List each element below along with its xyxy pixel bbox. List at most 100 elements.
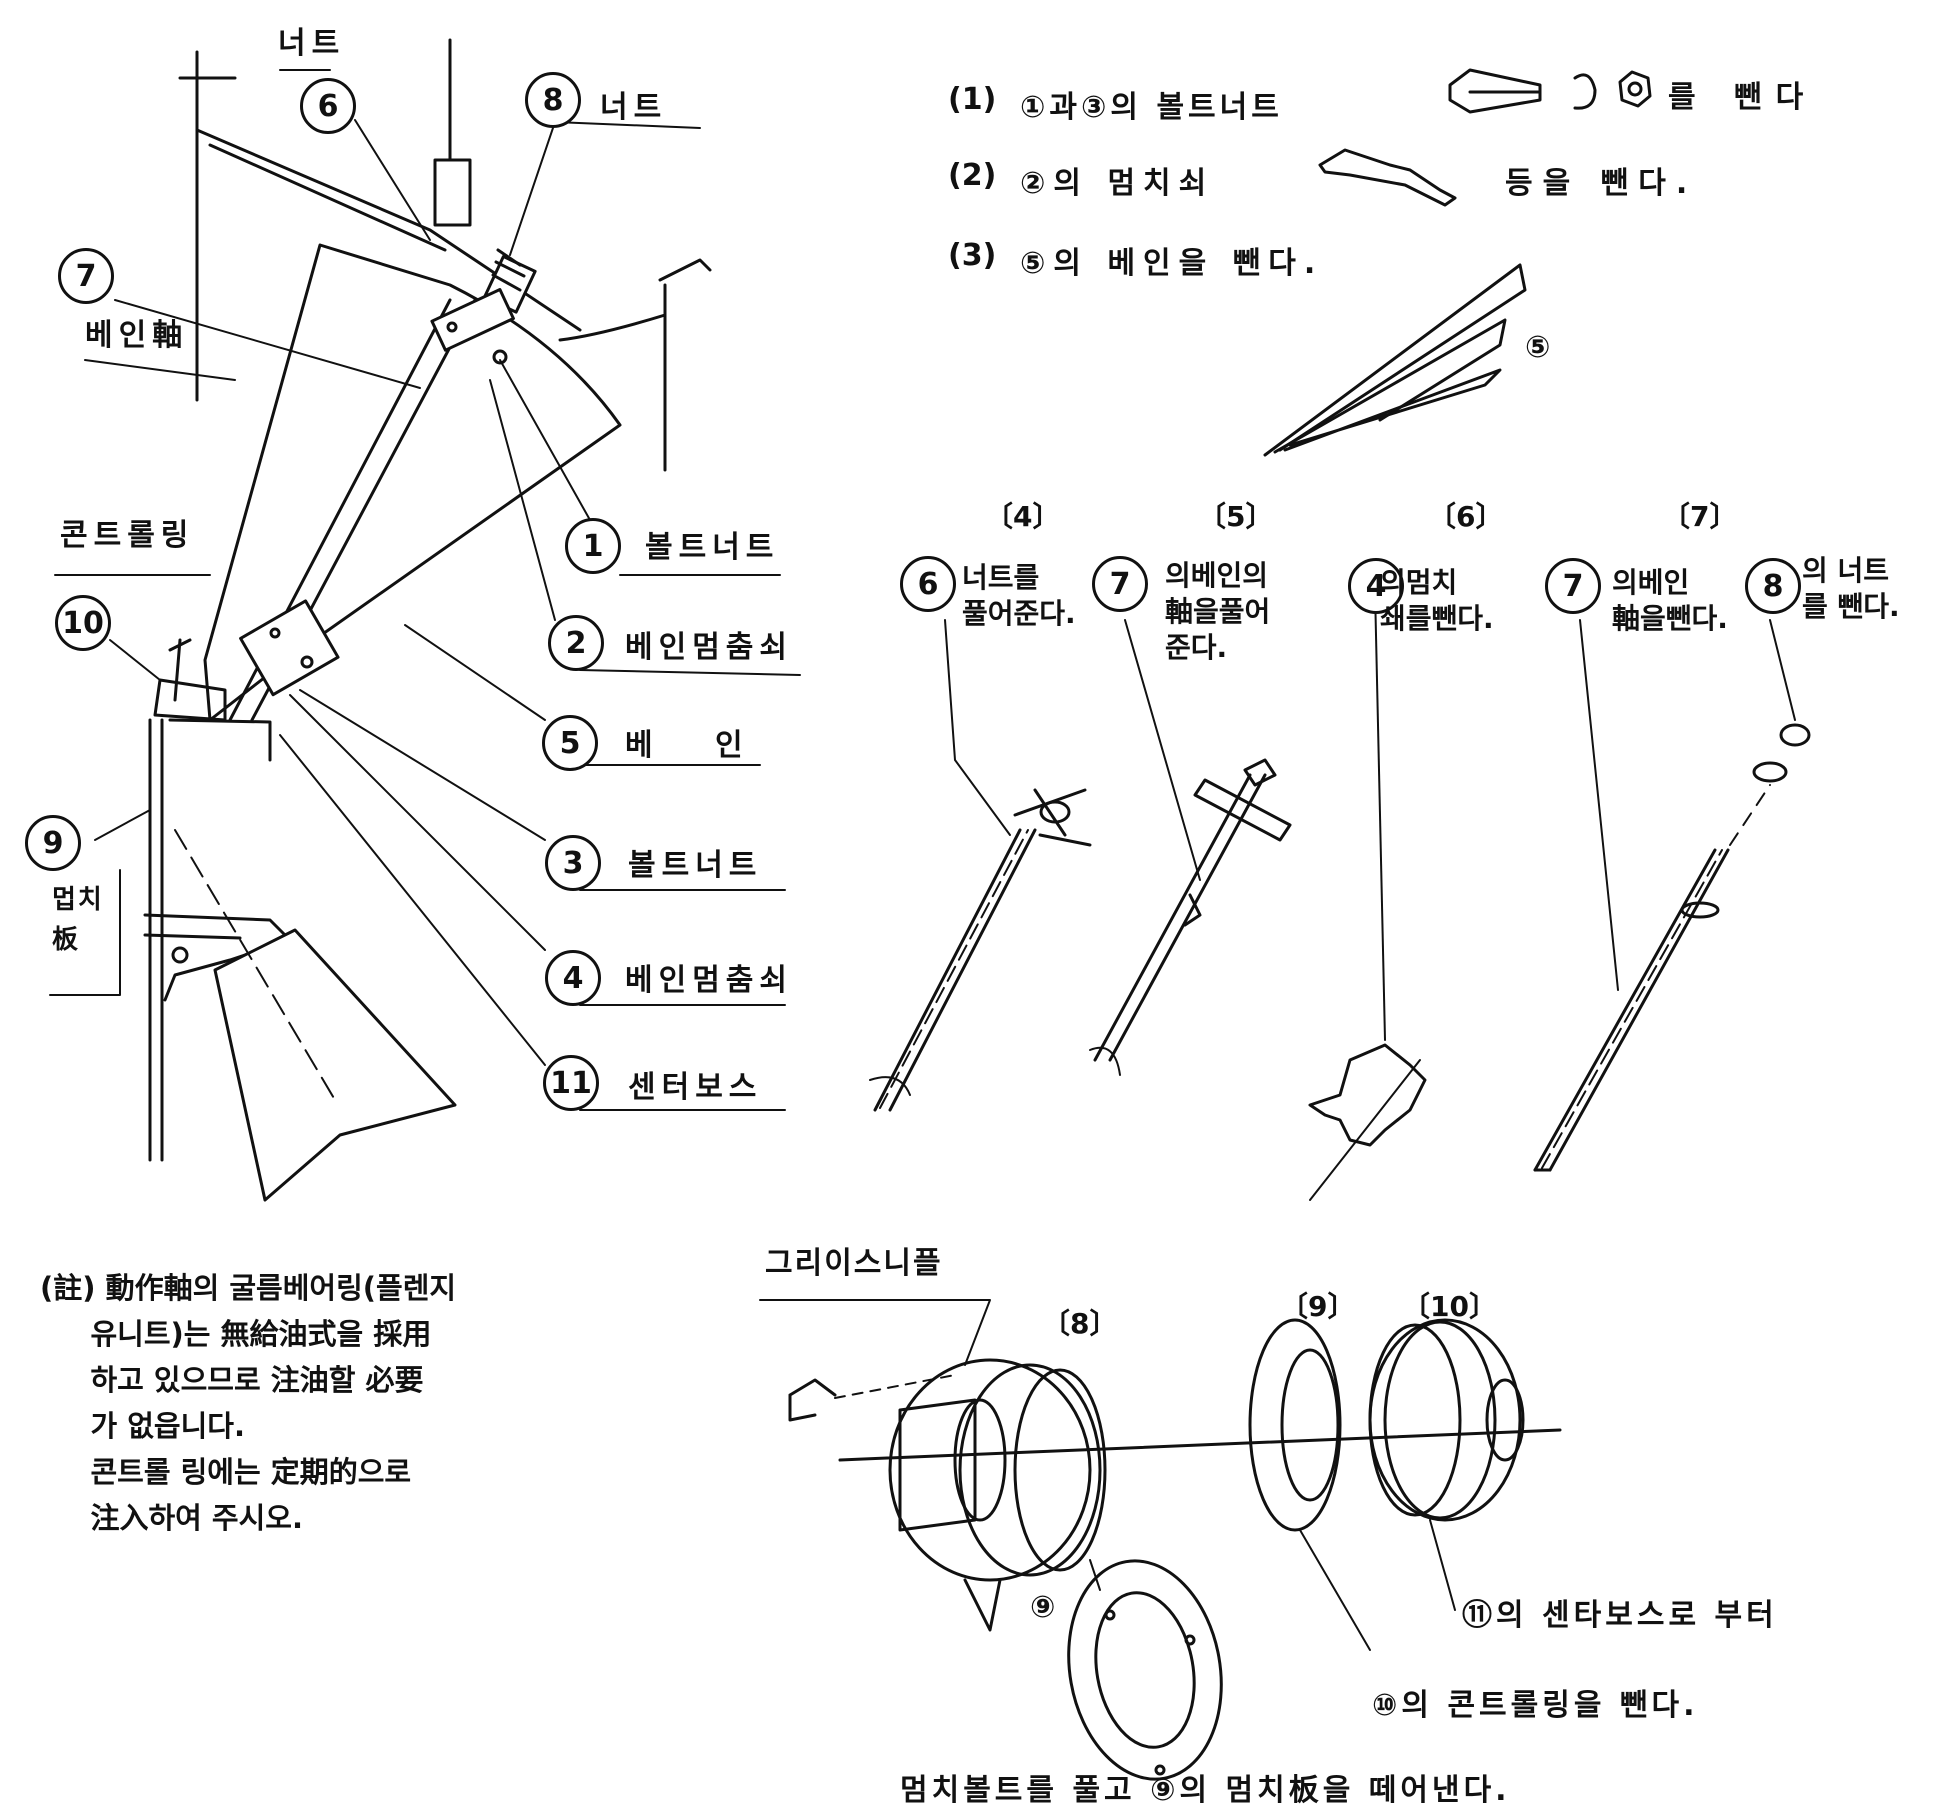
s4-nut <box>1013 788 1092 847</box>
callout-4: 4 <box>545 950 601 1006</box>
label-vane-stopper-2: 베인멈춤쇠 <box>625 630 793 665</box>
grease-nipple-label: 그리이스니플 <box>765 1246 943 1281</box>
s5-nut <box>1243 758 1277 787</box>
callout-11: 11 <box>543 1055 599 1111</box>
stopper-4-bolt <box>300 655 314 669</box>
step-6-text: 의멈치 쇄를뺀다. <box>1380 566 1494 635</box>
s7-leader-2 <box>1769 619 1796 721</box>
s5-stopper <box>1183 893 1202 927</box>
shaft-clamp <box>433 158 472 227</box>
housing-curve <box>558 313 667 342</box>
step-7-text-2: 의 너트 를 뺀다. <box>1802 554 1900 623</box>
label-nut-top: 너트 <box>278 26 346 61</box>
hub-lug <box>963 1578 1002 1632</box>
s4-bottom <box>869 1076 911 1096</box>
instr-2-end: 등을 뺀다. <box>1505 166 1698 201</box>
bush-hole-3 <box>1154 1764 1166 1776</box>
instr-2-text: ②의 멈치쇠 <box>1020 166 1215 201</box>
callout-7: 7 <box>58 248 114 304</box>
grease-nipple <box>788 1378 837 1422</box>
label-control-ring: 콘트롤링 <box>60 518 195 553</box>
label-center-boss: 센터보스 <box>628 1070 763 1105</box>
control-ring-pin <box>168 638 192 702</box>
frame-right-top <box>658 258 712 282</box>
leader-4 <box>289 694 786 1006</box>
step-7-no: 〔7〕 <box>1662 500 1738 533</box>
stopper-2-bolt <box>492 349 508 365</box>
s4-leader <box>944 619 1011 836</box>
hub-bore <box>953 1398 1007 1522</box>
step-5-text: 의베인의 軸을풀어 준다. <box>1165 559 1271 664</box>
control-ring <box>1248 1318 1342 1532</box>
bush-hole-2 <box>1184 1634 1196 1646</box>
step-5-callout: 7 <box>1092 556 1148 612</box>
instr-1-text: ①과③의 볼트너트 <box>1020 90 1283 125</box>
frame-diagonal-2 <box>208 143 447 252</box>
washer-icon <box>1573 73 1597 110</box>
callout-3: 3 <box>545 835 601 891</box>
instr-1-no: (1) <box>948 82 997 117</box>
step-8-no: 〔8〕 <box>1042 1307 1118 1340</box>
bush-hole-1 <box>1104 1609 1116 1621</box>
vane-icon <box>1263 263 1527 457</box>
hub-housing-ring <box>1013 1368 1107 1572</box>
s4-nut-body <box>1039 800 1071 824</box>
leader-2 <box>489 379 801 676</box>
label-nut-8: 너트 <box>600 90 668 125</box>
callout-1: 1 <box>565 518 621 574</box>
frame-diagonal <box>195 128 582 332</box>
grease-leader <box>759 1299 991 1366</box>
callout-10: 10 <box>55 595 111 651</box>
label-bush: 멉치 板 <box>52 885 104 955</box>
leader-11 <box>279 734 786 1111</box>
s6-stopper <box>1308 1043 1427 1147</box>
vane-blade-lower <box>213 928 457 1202</box>
s7-ring <box>1680 901 1720 919</box>
bush-plate-mark: ⑨ <box>1030 1590 1056 1625</box>
boss-rib-2 <box>1383 1320 1497 1520</box>
leader-9 <box>49 809 151 996</box>
callout-5: 5 <box>542 715 598 771</box>
control-ring-inner <box>1280 1348 1340 1502</box>
s5-bottom <box>1089 1046 1121 1076</box>
step-9-no: 〔9〕 <box>1280 1290 1356 1323</box>
lower-bolt <box>171 946 189 964</box>
hub-axis <box>838 1428 1562 1462</box>
s6-line <box>1309 1059 1421 1201</box>
center-boss-edge-3 <box>168 718 272 762</box>
leader-3 <box>299 689 786 891</box>
step-10-no: 〔10〕 <box>1402 1290 1497 1323</box>
boss-face <box>1485 1378 1525 1462</box>
label-vane-stopper-4: 베인멈춤쇠 <box>625 963 793 998</box>
step-6-callout: 4 <box>1348 558 1404 614</box>
s5-leader <box>1124 619 1201 881</box>
leader-7 <box>84 299 421 389</box>
note-text: (註) 動作軸의 굴름베어링(플렌지 유니트)는 無給油式을 採用 하고 있으므… <box>40 1271 457 1535</box>
label-bolt-nut-3: 볼트너트 <box>628 848 763 883</box>
s4-shaft <box>873 828 1037 1112</box>
callout-2: 2 <box>548 615 604 671</box>
callout-6: 6 <box>300 78 356 134</box>
grease-dash <box>834 1374 956 1399</box>
vane-center-dash <box>174 829 336 1101</box>
step-6-no: 〔6〕 <box>1428 500 1504 533</box>
s7-dash <box>1729 784 1771 846</box>
boss-leader <box>1429 1519 1456 1611</box>
vane-icon-2 <box>1273 318 1507 454</box>
callout-8: 8 <box>525 72 581 128</box>
stopper-4 <box>239 599 340 697</box>
label-vane: 베 인 <box>625 728 769 763</box>
vane-blade-upper <box>203 243 622 722</box>
s7-shaft-dash <box>1541 849 1723 1169</box>
leader-6 <box>354 119 431 241</box>
center-boss-text: ⑪의 센타보스로 부터 <box>1462 1598 1778 1633</box>
instr-3-text: ⑤의 베인을 뺀다. <box>1020 246 1324 281</box>
s7-washer <box>1752 761 1788 783</box>
control-ring-leader <box>1299 1529 1371 1651</box>
instr-2-no: (2) <box>948 158 997 193</box>
bush-plate-inner <box>1094 1591 1196 1749</box>
step-7-callout-7: 7 <box>1545 558 1601 614</box>
bush-remove-text: 멈치볼트를 풀고 ⑨의 멈치板을 떼어낸다. <box>900 1773 1511 1808</box>
